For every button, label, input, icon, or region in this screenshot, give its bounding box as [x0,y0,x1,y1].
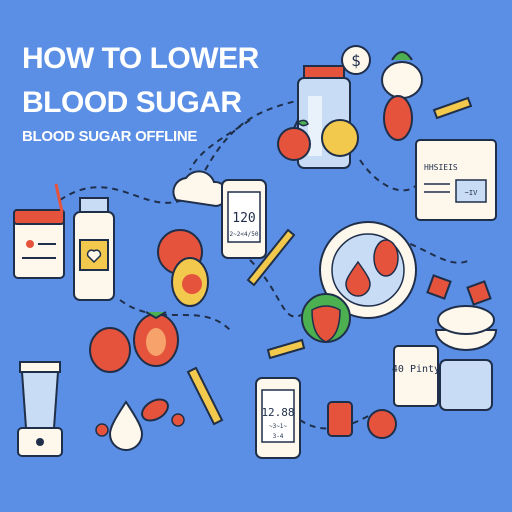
coin-icon: $ [341,45,371,75]
chart-card-label: HHSIEIS [424,163,458,172]
weight-card: 40 Pinty [392,345,440,407]
calendar-icon [13,209,65,279]
lemon-icon [321,119,359,157]
title-line-1: HOW TO LOWER [22,42,259,75]
straw-icon [54,183,64,213]
radish-icon [381,51,423,141]
strawberry-icon [301,293,351,343]
weight-card-label: 40 Pinty [392,364,440,375]
meter-bottom-detail-1: ~3~1~ [269,423,287,430]
lancet-device-icon [327,401,353,437]
yellow-tool-icon [186,366,224,426]
meter-top-reading: 120 [232,211,255,226]
apple-icon [157,229,209,307]
meter-top-detail: 2~2<4/50 [230,231,259,238]
measuring-tape-icon-3 [432,96,473,120]
food-scale-icon [434,305,498,411]
chart-card: HHSIEIS ~IV [415,139,497,221]
tomato-group-icon [89,311,185,437]
blender-icon [17,361,63,457]
cloud-icon [172,170,228,208]
coin-symbol: $ [351,51,361,70]
glucose-meter-bottom: 12.88 ~3~1~ 3-4 [255,377,301,459]
stopwatch-icon [367,409,397,439]
measuring-tape-icon-2 [266,338,306,360]
meter-bottom-detail-2: 3-4 [273,433,284,440]
plate-icon [319,221,417,319]
subtitle: BLOOD SUGAR OFFLINE [22,128,198,145]
water-drop-icon [108,400,144,451]
title-line-2: BLOOD SUGAR [22,86,242,119]
red-cube-icon [426,274,452,300]
red-cube-icon-2 [466,280,492,306]
meter-bottom-reading: 12.88 [261,406,294,419]
measuring-tape-icon [246,228,296,287]
supplement-jar-icon [73,197,115,301]
red-apple-icon [277,119,311,161]
chart-card-value: ~IV [465,189,478,197]
glucose-meter-top: 120 2~2<4/50 [221,179,267,259]
